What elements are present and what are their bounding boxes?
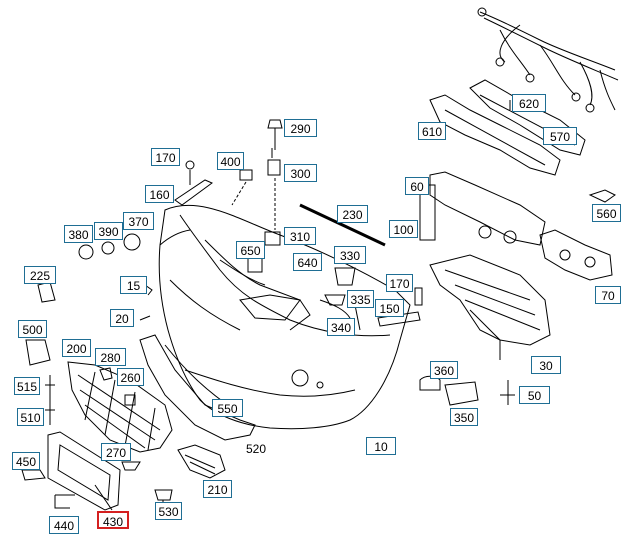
part-label-530[interactable]: 530 bbox=[155, 502, 182, 520]
part-label-560[interactable]: 560 bbox=[592, 204, 621, 222]
part-label-520: 520 bbox=[246, 442, 267, 456]
part-label-70[interactable]: 70 bbox=[595, 286, 621, 304]
part-label-225[interactable]: 225 bbox=[24, 266, 56, 284]
part-label-60[interactable]: 60 bbox=[405, 177, 429, 195]
part-label-210[interactable]: 210 bbox=[203, 480, 232, 498]
part-label-610[interactable]: 610 bbox=[418, 122, 446, 140]
part-label-20[interactable]: 20 bbox=[110, 309, 134, 327]
part-label-500[interactable]: 500 bbox=[18, 320, 47, 338]
part-label-290[interactable]: 290 bbox=[284, 119, 317, 137]
part-label-340[interactable]: 340 bbox=[327, 318, 355, 336]
part-label-30[interactable]: 30 bbox=[531, 356, 561, 374]
wiring-harness bbox=[477, 7, 619, 113]
part-label-160[interactable]: 160 bbox=[145, 185, 174, 203]
part-label-550[interactable]: 550 bbox=[212, 399, 243, 417]
impact-absorber bbox=[419, 171, 551, 360]
part-label-510[interactable]: 510 bbox=[17, 408, 44, 426]
part-label-650[interactable]: 650 bbox=[236, 241, 265, 259]
part-label-350[interactable]: 350 bbox=[450, 408, 478, 426]
license-plate-holder bbox=[47, 431, 121, 511]
part-label-100[interactable]: 100 bbox=[389, 220, 418, 238]
part-label-170-mid[interactable]: 170 bbox=[386, 274, 413, 292]
part-label-10[interactable]: 10 bbox=[366, 437, 396, 455]
part-label-440[interactable]: 440 bbox=[49, 516, 79, 534]
part-label-370[interactable]: 370 bbox=[123, 212, 154, 230]
side-brackets bbox=[539, 189, 616, 281]
part-label-335[interactable]: 335 bbox=[347, 290, 374, 308]
part-label-620[interactable]: 620 bbox=[512, 94, 546, 112]
part-label-50[interactable]: 50 bbox=[519, 386, 550, 404]
part-label-450[interactable]: 450 bbox=[12, 452, 40, 470]
trim-rod bbox=[299, 203, 386, 247]
part-label-260[interactable]: 260 bbox=[117, 368, 144, 386]
part-label-200[interactable]: 200 bbox=[62, 339, 91, 357]
part-label-515[interactable]: 515 bbox=[14, 377, 40, 395]
part-label-570[interactable]: 570 bbox=[543, 127, 577, 145]
part-label-310[interactable]: 310 bbox=[284, 227, 316, 245]
part-label-280[interactable]: 280 bbox=[95, 348, 126, 366]
part-label-360[interactable]: 360 bbox=[430, 361, 458, 379]
part-label-390[interactable]: 390 bbox=[94, 222, 123, 240]
fasteners bbox=[21, 100, 515, 510]
part-label-400[interactable]: 400 bbox=[217, 152, 244, 170]
upper-strip bbox=[174, 179, 214, 206]
part-label-170-top[interactable]: 170 bbox=[151, 148, 180, 166]
lower-grille bbox=[67, 361, 173, 453]
part-label-270[interactable]: 270 bbox=[101, 443, 131, 461]
part-label-640[interactable]: 640 bbox=[293, 253, 322, 271]
part-label-150[interactable]: 150 bbox=[375, 299, 404, 317]
part-label-15[interactable]: 15 bbox=[120, 276, 147, 294]
part-label-230[interactable]: 230 bbox=[337, 205, 368, 223]
leader-line bbox=[94, 484, 113, 511]
part-label-300[interactable]: 300 bbox=[284, 164, 317, 182]
part-label-330[interactable]: 330 bbox=[334, 246, 366, 264]
part-label-430-highlighted[interactable]: 430 bbox=[97, 511, 129, 529]
part-label-380[interactable]: 380 bbox=[64, 225, 93, 243]
